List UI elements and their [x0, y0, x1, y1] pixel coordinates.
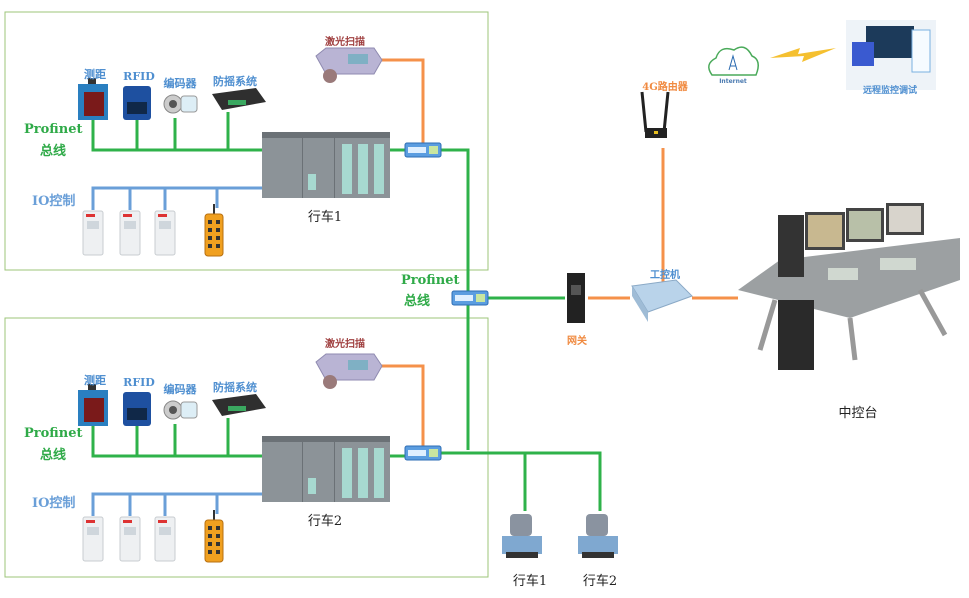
laser-scanner-device	[315, 353, 383, 390]
profinet-label: Profinet	[24, 426, 83, 441]
device-label-rfid: RFID	[123, 70, 155, 83]
ethernet-line-laser	[378, 58, 425, 143]
device-label-encoder: 编码器	[163, 383, 197, 396]
ipc-label: 工控机	[650, 270, 680, 281]
rangefinder-device	[78, 78, 108, 120]
plc-device	[262, 132, 390, 198]
crane-title-2: 行车2	[307, 514, 343, 529]
device-label-rfid: RFID	[123, 376, 155, 389]
backbone-profinet-label: Profinet	[401, 273, 460, 288]
backbone-switch-icon	[451, 290, 489, 306]
bus-label: 总线	[40, 448, 67, 463]
operator-seat-device	[502, 514, 542, 558]
control-console-device	[738, 203, 960, 370]
cloud-icon	[708, 46, 759, 76]
wireless-link-icon	[770, 48, 836, 62]
laser-scanner-device	[315, 47, 383, 84]
gateway-label: 网关	[567, 336, 587, 347]
io-control-label: IO控制	[32, 194, 76, 209]
profinet-uplink-line	[390, 148, 470, 292]
drive-device	[82, 210, 104, 256]
drive-device	[154, 210, 176, 256]
internet-label: Internet	[719, 78, 747, 85]
drive-device	[154, 516, 176, 562]
gateway-device	[567, 273, 585, 323]
encoder-device	[163, 400, 198, 420]
remote-monitor-label: 远程监控调试	[862, 86, 918, 96]
rangefinder-device	[78, 384, 108, 426]
crane-unit-1-box	[4, 11, 489, 271]
rfid-device	[123, 86, 151, 120]
ipc-device	[631, 279, 693, 322]
antisway-device	[212, 394, 266, 416]
operator-seat-device	[578, 514, 618, 558]
switch-icon	[404, 142, 442, 158]
backbone-bus-label: 总线	[404, 294, 431, 309]
drive-device	[119, 516, 141, 562]
laser-scanner-label: 激光扫描	[325, 37, 365, 48]
io-control-label: IO控制	[32, 496, 76, 511]
antisway-device	[212, 88, 266, 110]
profinet-bus-line	[91, 112, 262, 152]
encoder-device	[163, 94, 198, 114]
console-label: 中控台	[838, 406, 878, 421]
remote-monitor-device	[846, 20, 936, 90]
remote-pendant-device	[204, 509, 224, 563]
crane-unit-2	[78, 300, 618, 563]
remote-pendant-device	[204, 203, 224, 257]
io-bus-line	[91, 186, 262, 210]
device-label-antisway: 防摇系统	[213, 75, 257, 88]
drive-device	[119, 210, 141, 256]
crane-title-1: 行车1	[307, 210, 343, 225]
remote-label-1: 行车1	[512, 574, 548, 589]
device-label-rangefinder: 测距	[84, 374, 106, 387]
rfid-device	[123, 392, 151, 426]
laser-scanner-label: 激光扫描	[325, 339, 365, 350]
drive-device	[82, 516, 104, 562]
device-label-encoder: 编码器	[163, 77, 197, 90]
device-label-antisway: 防摇系统	[213, 381, 257, 394]
switch-icon	[404, 445, 442, 461]
remote-label-2: 行车2	[582, 574, 618, 589]
bus-label: 总线	[40, 144, 67, 159]
crane-unit-1	[78, 47, 470, 292]
crane-unit-2-box	[4, 317, 489, 578]
device-label-rangefinder: 测距	[84, 68, 106, 81]
router-device	[640, 91, 670, 138]
profinet-label: Profinet	[24, 122, 83, 137]
router-label: 4G路由器	[642, 82, 688, 93]
plc-device	[262, 436, 390, 502]
